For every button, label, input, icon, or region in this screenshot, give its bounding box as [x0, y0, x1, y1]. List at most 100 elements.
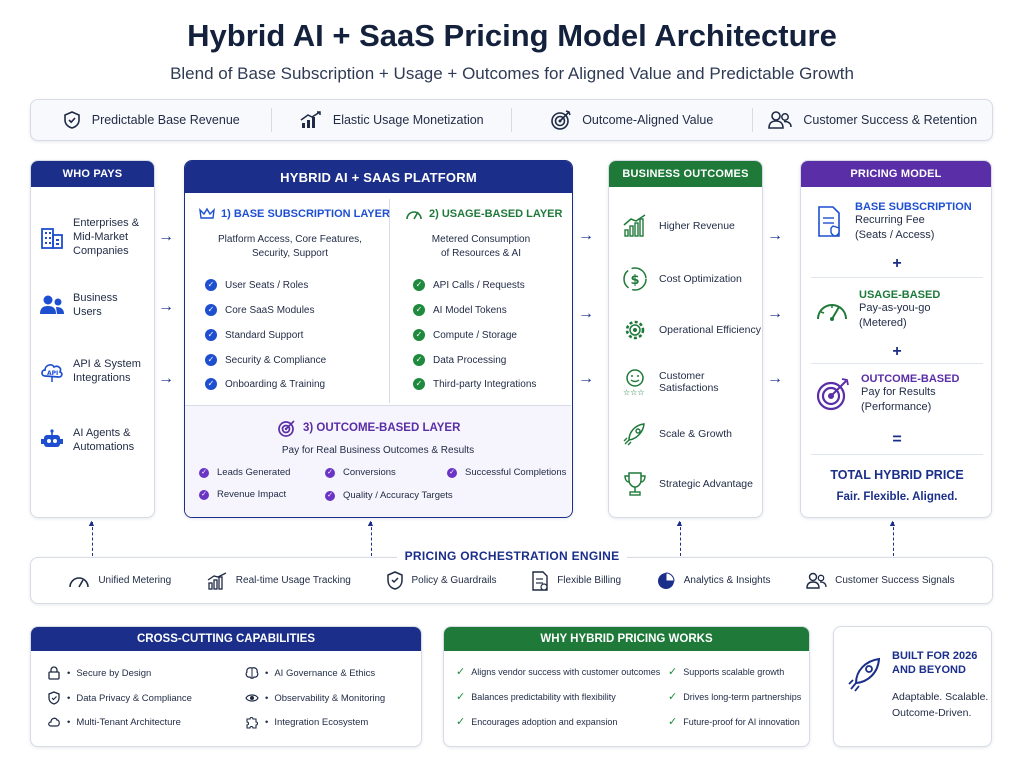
puzzle-icon: [245, 715, 259, 729]
pricing-separator: [811, 454, 983, 455]
check-icon: ✓: [325, 467, 335, 478]
outcome-layer-item: ✓Revenue Impact: [199, 489, 286, 500]
dashed-connector: [893, 522, 894, 556]
arrow-up-icon: ▲: [87, 518, 96, 528]
outcome-layer-item: ✓Leads Generated: [199, 467, 290, 478]
base-layer-title: 1) BASE SUBSCRIPTION LAYER: [199, 207, 390, 221]
robot-icon: [39, 428, 65, 452]
pricing-outcome-block: OUTCOME-BASED Pay for Results (Performan…: [815, 373, 959, 415]
target-icon: [277, 418, 297, 438]
invoice-icon: [531, 570, 549, 591]
pricing-base-block: BASE SUBSCRIPTION Recurring Fee (Seats /…: [815, 201, 972, 243]
dashed-connector: [680, 522, 681, 556]
check-icon: ✓: [413, 329, 425, 341]
why-item-label: Supports scalable growth: [683, 666, 785, 677]
check-icon: ✓: [205, 354, 217, 366]
svg-text:$: $: [631, 273, 640, 288]
who-item-business-users: Business Users: [39, 291, 118, 319]
usage-layer-item: ✓AI Model Tokens: [413, 304, 507, 316]
why-item: ✓Drives long-term partnerships: [668, 690, 801, 703]
cross-cutting-panel: CROSS-CUTTING CAPABILITIES •Secure by De…: [30, 626, 422, 747]
outcome-layer-title: 3) OUTCOME-BASED LAYER: [277, 418, 460, 438]
pricing-base-line: Recurring Fee: [855, 214, 925, 226]
users-icon: [805, 572, 827, 590]
flow-arrow: →: [158, 370, 174, 387]
benefit-predictable-revenue: Predictable Base Revenue: [31, 108, 272, 132]
who-item-enterprises: Enterprises & Mid-Market Companies: [39, 216, 139, 258]
usage-item-label: Compute / Storage: [433, 329, 517, 341]
outcome-item-label: Quality / Accuracy Targets: [343, 490, 453, 501]
orch-item-label: Customer Success Signals: [835, 575, 955, 586]
checkmark-icon: ✓: [456, 716, 466, 728]
built-for-tagline: Adaptable. Scalable. Outcome-Driven.: [892, 689, 988, 721]
gauge-icon: [405, 207, 423, 221]
pricing-usage-block: USAGE-BASED Pay-as-you-go (Metered): [815, 289, 940, 331]
users-icon: [767, 110, 793, 130]
why-hybrid-panel: WHY HYBRID PRICING WORKS ✓Aligns vendor …: [443, 626, 810, 747]
building-icon: [39, 224, 65, 250]
built-for-tag: Adaptable. Scalable.: [892, 691, 989, 703]
base-layer-item: ✓Security & Compliance: [205, 354, 326, 366]
flow-arrow: →: [158, 228, 174, 245]
who-label-line: Companies: [73, 245, 129, 257]
who-label-line: Business: [73, 292, 118, 304]
why-item-label: Aligns vendor success with customer outc…: [471, 666, 661, 677]
built-for-tag: Outcome-Driven.: [892, 707, 972, 719]
outcome-item: Higher Revenue: [621, 213, 735, 239]
capability-label: Multi-Tenant Architecture: [76, 716, 181, 728]
pricing-model-panel: PRICING MODEL BASE SUBSCRIPTION Recurrin…: [800, 160, 992, 518]
capability-label: Data Privacy & Compliance: [76, 692, 192, 704]
orch-item-label: Unified Metering: [98, 575, 172, 586]
who-label-line: API & System: [73, 358, 141, 370]
check-icon: ✓: [205, 329, 217, 341]
gauge-icon: [815, 289, 849, 331]
growth-chart-icon: [206, 571, 228, 590]
equals-operator: =: [892, 431, 902, 448]
arrow-up-icon: ▲: [366, 518, 375, 528]
shield-check-icon: [47, 691, 61, 705]
outcome-layer-item: ✓Conversions: [325, 467, 396, 478]
benefit-label: Elastic Usage Monetization: [332, 113, 484, 127]
pricing-usage-line: Pay-as-you-go: [859, 302, 931, 314]
flow-arrow: →: [578, 305, 594, 322]
base-layer-item: ✓User Seats / Roles: [205, 279, 308, 291]
page-subtitle: Blend of Base Subscription + Usage + Out…: [170, 64, 854, 83]
usage-item-label: API Calls / Requests: [433, 279, 525, 291]
orch-item: Customer Success Signals: [805, 572, 955, 590]
outcome-item-label: Revenue Impact: [217, 489, 287, 500]
target-icon: [550, 109, 572, 131]
why-item: ✓Future-proof for AI innovation: [668, 715, 800, 728]
base-layer-item: ✓Standard Support: [205, 329, 303, 341]
pricing-outcome-title: OUTCOME-BASED: [861, 373, 960, 385]
cloud-icon: [47, 715, 61, 729]
capability-label: Secure by Design: [76, 667, 152, 679]
pricing-base-line: (Seats / Access): [855, 229, 935, 241]
orch-item-label: Real-time Usage Tracking: [235, 575, 351, 586]
pie-chart-icon: [656, 571, 676, 591]
check-icon: ✓: [413, 304, 425, 316]
who-pays-heading: WHO PAYS: [31, 161, 154, 187]
gear-icon: [621, 316, 649, 344]
outcome-item: $ Cost Optimization: [621, 265, 742, 293]
outcome-item: ☆☆☆ Customer Satisfactions: [621, 368, 762, 396]
check-icon: ✓: [413, 378, 425, 390]
cross-cutting-heading: CROSS-CUTTING CAPABILITIES: [31, 627, 421, 651]
api-cloud-icon: API: [39, 359, 65, 383]
built-for-line: BUILT FOR 2026: [892, 650, 978, 662]
shield-check-icon: [386, 570, 404, 591]
built-for-panel: BUILT FOR 2026 AND BEYOND Adaptable. Sca…: [833, 626, 992, 747]
why-item-label: Balances predictability with flexibility: [471, 691, 616, 702]
trophy-icon: [621, 470, 649, 498]
base-layer-item: ✓Onboarding & Training: [205, 378, 325, 390]
outcome-layer-item: ✓Quality / Accuracy Targets: [325, 490, 453, 501]
who-label-line: Integrations: [73, 372, 131, 384]
capability-item: •AI Governance & Ethics: [245, 666, 375, 680]
capability-label: Observability & Monitoring: [274, 692, 386, 704]
users-icon: [39, 294, 65, 316]
why-item-label: Drives long-term partnerships: [683, 691, 802, 702]
pricing-separator: [811, 363, 983, 364]
outcome-layer: 3) OUTCOME-BASED LAYER Pay for Real Busi…: [185, 405, 571, 517]
orch-item: Flexible Billing: [531, 570, 621, 591]
flow-arrow: →: [767, 305, 783, 322]
dollar-cycle-icon: $: [621, 265, 649, 293]
